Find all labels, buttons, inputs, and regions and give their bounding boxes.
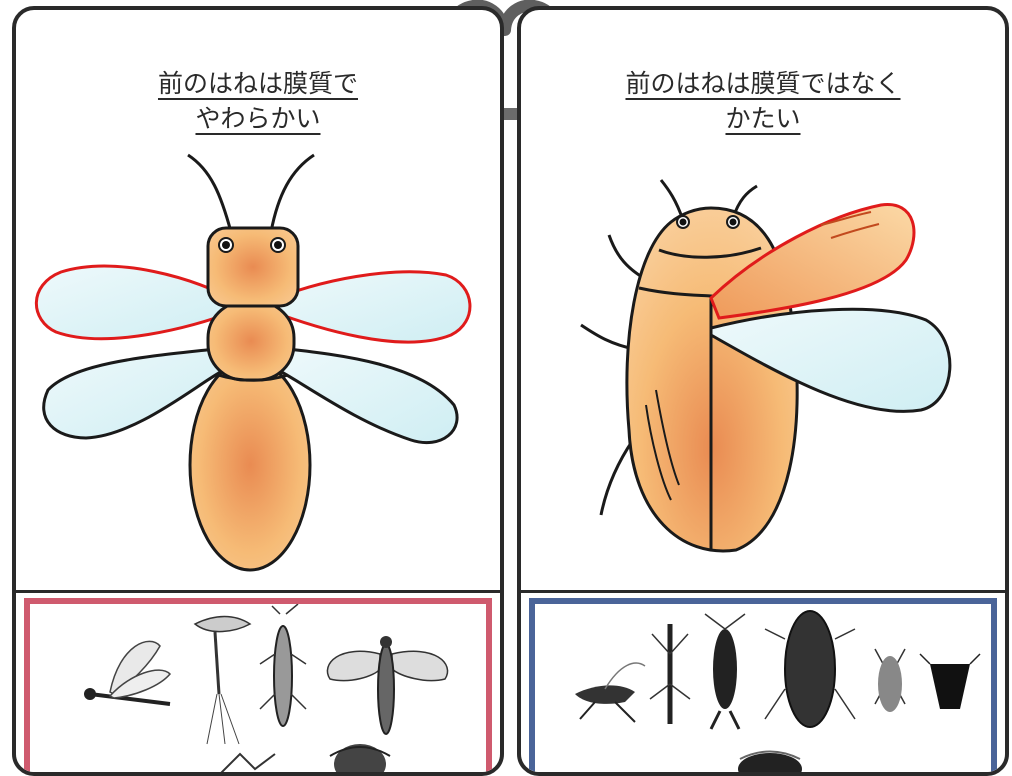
card-soft-forewings: 前のはねは膜質で やわらかい: [12, 6, 504, 776]
example-insects-photo-frame: [24, 598, 492, 776]
partial-insect-silhouette: [220, 754, 275, 774]
photo-divider: [16, 590, 500, 593]
stick-insect-silhouette: [650, 624, 690, 724]
leg-hind: [601, 440, 633, 515]
hemipteran-silhouette: [875, 649, 905, 712]
card-hard-forewings: 前のはねは膜質ではなく かたい: [517, 6, 1009, 776]
abdomen: [190, 360, 310, 570]
cockroach-silhouette: [765, 611, 855, 727]
thorax: [208, 302, 294, 380]
example-insects-silhouettes: [30, 604, 500, 776]
example-insects-silhouettes: [535, 604, 1005, 776]
beetle-illustration: [521, 10, 1009, 590]
dragonfly-silhouette: [84, 641, 170, 704]
antenna-right: [271, 155, 314, 232]
stonefly-silhouette: [260, 604, 306, 726]
winged-insect-silhouette: [327, 636, 447, 734]
earwig-silhouette: [705, 614, 745, 729]
antenna-left: [188, 155, 231, 232]
grasshopper-silhouette: [575, 663, 645, 722]
beetle-silhouette: [330, 744, 390, 776]
bee-illustration: [16, 10, 504, 590]
stink-bug-silhouette: [920, 654, 980, 709]
photo-divider: [521, 590, 1005, 593]
antenna-left: [661, 180, 683, 220]
example-insects-photo-frame: [529, 598, 997, 776]
beetle-silhouette: [738, 752, 802, 776]
mayfly-silhouette: [195, 617, 250, 745]
